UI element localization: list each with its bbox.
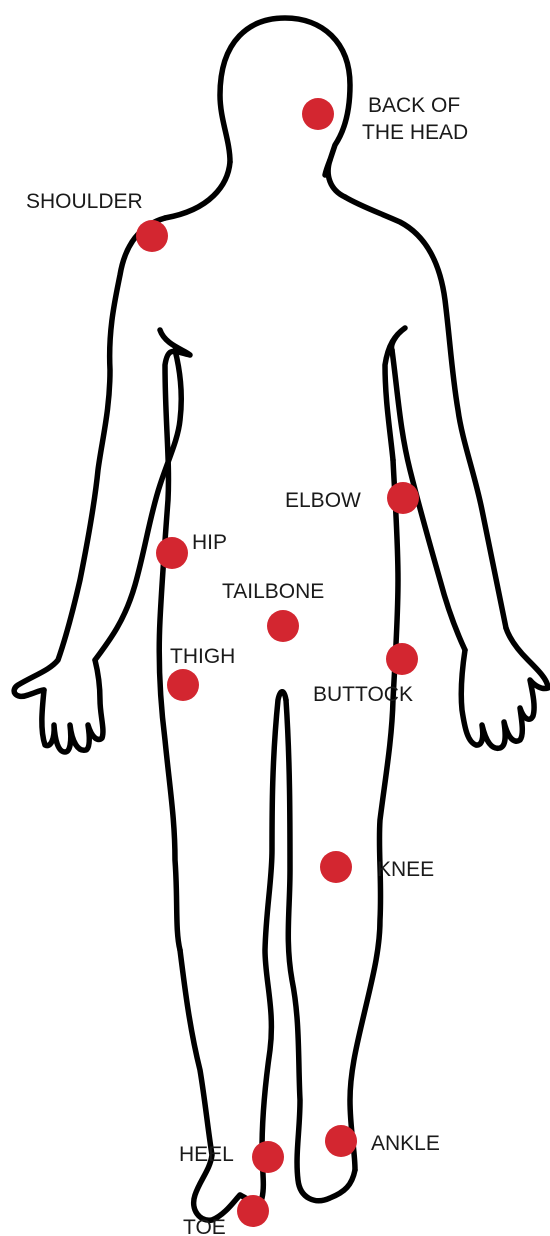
marker-knee [320,851,352,883]
label-buttock: BUTTOCK [313,683,413,706]
marker-toe [237,1195,269,1227]
marker-back-of-head [302,98,334,130]
right-leg-outer-outline [350,460,398,1170]
marker-heel [252,1141,284,1173]
label-tailbone: TAILBONE [222,580,324,603]
label-back-of-head-line2: THE HEAD [362,121,468,144]
left-arm-outer-outline [14,218,165,696]
marker-elbow [387,482,419,514]
marker-thigh [167,669,199,701]
label-ankle: ANKLE [371,1132,440,1155]
label-knee: KNEE [377,858,434,881]
label-back-of-head-line1: BACK OF [368,94,460,117]
marker-hip [156,537,188,569]
marker-buttock [386,643,418,675]
left-leg-outer-outline [180,950,240,1220]
left-leg-inner-outline [240,692,286,1203]
marker-tailbone [267,610,299,642]
marker-ankle [325,1125,357,1157]
pressure-points: BACK OF THE HEAD SHOULDER ELBOW HIP TAIL… [26,94,468,1236]
label-heel: HEEL [179,1143,234,1166]
left-torso-outline [159,330,190,950]
neck-left-outline [165,162,230,218]
label-hip: HIP [192,531,227,554]
label-toe: TOE [183,1216,226,1236]
label-thigh: THIGH [170,645,235,668]
right-arm-outer-outline [345,197,506,628]
label-elbow: ELBOW [285,489,361,512]
left-hand-outline [42,660,103,752]
right-hand-outline [461,628,548,748]
label-shoulder: SHOULDER [26,190,143,213]
marker-shoulder [136,220,168,252]
